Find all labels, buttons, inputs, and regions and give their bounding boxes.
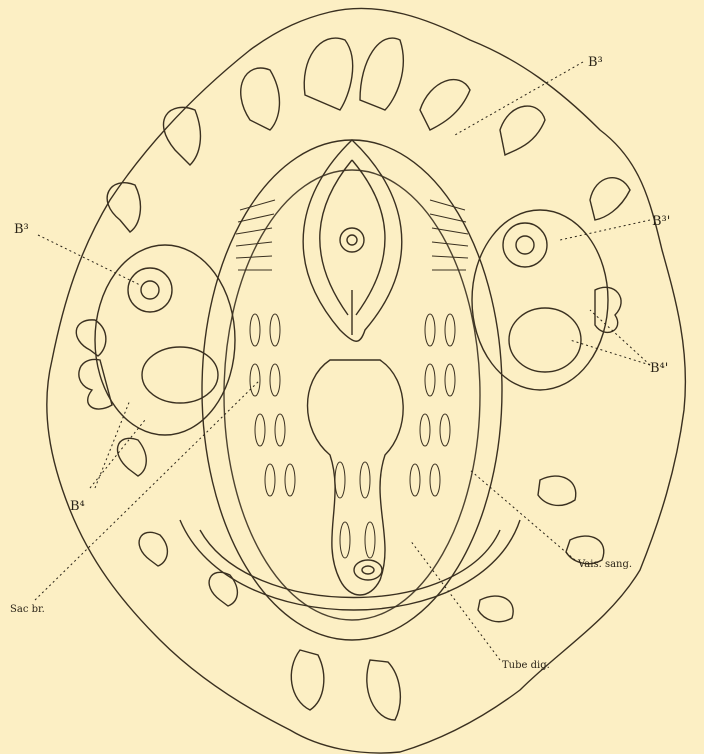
label-sac-br: Sac br.: [10, 604, 45, 615]
label-vaisseau: Vais. sang.: [577, 559, 632, 570]
bud-left: [79, 245, 235, 435]
digestive-tract: [308, 360, 404, 595]
branchial-sac: [202, 140, 502, 640]
stigmata: [250, 314, 455, 558]
branchial-sac-inner: [224, 170, 480, 620]
leader-lines: [35, 62, 650, 660]
label-b4-left: B⁴: [70, 499, 85, 514]
label-b3-top-right: B³: [588, 55, 603, 70]
label-b3-prime-right: B³': [652, 214, 670, 229]
label-b3-left: B³: [14, 222, 29, 237]
label-b4-prime-right: B⁴': [650, 361, 668, 376]
label-tube-dig: Tube dig.: [502, 660, 550, 671]
bud-right: [472, 210, 621, 390]
anus-opening: [354, 560, 382, 580]
oral-siphon-opening: [340, 228, 364, 252]
